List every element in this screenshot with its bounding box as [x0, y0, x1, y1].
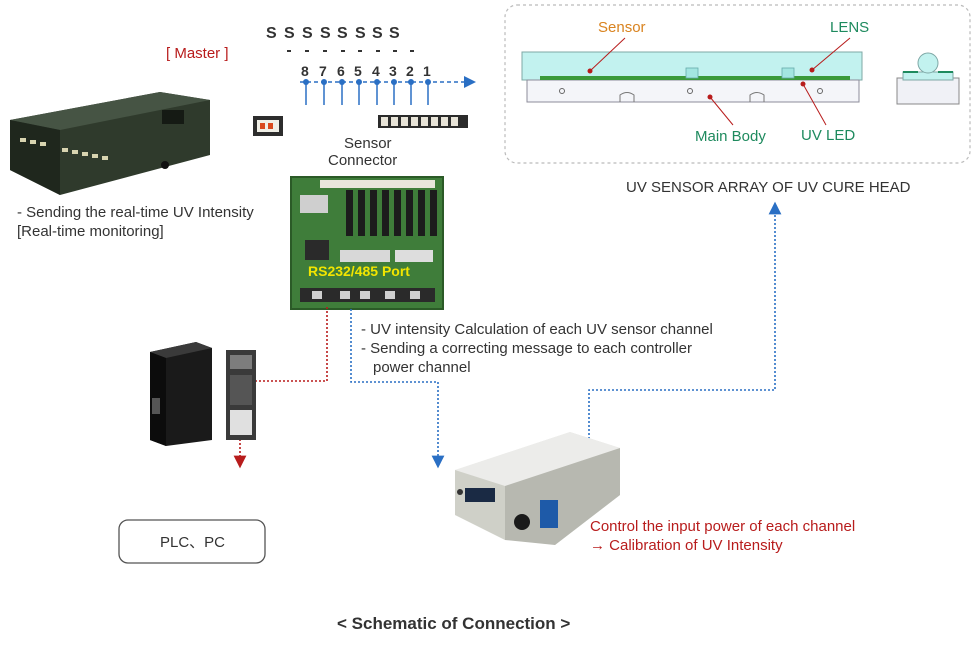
board-port-label: RS232/485 Port: [308, 263, 410, 279]
channel-mark-8: S: [389, 25, 400, 42]
uv-led-label: UV LED: [801, 127, 856, 144]
channel-mark-2: S: [284, 25, 295, 42]
uv-controller-image: [455, 432, 620, 545]
sensor-label: Sensor: [598, 19, 646, 36]
master-desc-line1: - Sending the real-time UV Intensity: [17, 204, 254, 221]
channel-number-4: 4: [372, 63, 380, 79]
master-unit-image: [10, 92, 210, 195]
master-label: [ Master ]: [166, 45, 229, 62]
board-desc-line1: - UV intensity Calculation of each UV se…: [361, 321, 713, 338]
rs232-line: [253, 307, 328, 382]
label-leader-dots: [587, 67, 815, 100]
controller-desc-line1: Control the input power of each channel: [590, 518, 856, 535]
channel-mark-1: S: [266, 25, 277, 42]
channel-number-1: 1: [423, 63, 431, 79]
channel-mark-3: S: [302, 25, 313, 42]
cure-head-section: [521, 51, 863, 103]
board-to-controller-line: [350, 309, 445, 469]
board-desc-line3: power channel: [373, 359, 471, 376]
label-leaders: [589, 37, 851, 126]
connector-icon: [253, 116, 283, 136]
channel-mark-5: S: [337, 25, 348, 42]
channel-number-6: 6: [337, 63, 345, 79]
plc-pc-box: [118, 519, 266, 564]
controller-board-image: [290, 176, 444, 310]
channel-mark-7: S: [372, 25, 383, 42]
master-desc-line2: [Real-time monitoring]: [17, 223, 164, 240]
channel-ticks: [287, 50, 414, 52]
plc-pc-label: PLC、PC: [160, 534, 226, 551]
sensor-connector-line2: Connector: [328, 152, 398, 169]
channel-mark-4: S: [320, 25, 331, 42]
board-desc-line2: - Sending a correcting message to each c…: [361, 340, 693, 357]
controller-desc-line2: → Calibration of UV Intensity: [590, 537, 783, 554]
footer-title: < Schematic of Connection >: [337, 614, 571, 633]
channel-dots: [303, 79, 431, 85]
main-body-label: Main Body: [695, 128, 766, 145]
channel-number-7: 7: [319, 63, 327, 79]
cure-head-caption: UV SENSOR ARRAY OF UV CURE HEAD: [626, 179, 911, 196]
sensor-connector-line1: Sensor: [344, 135, 392, 152]
channel-mark-6: S: [355, 25, 366, 42]
channel-number-3: 3: [389, 63, 397, 79]
channel-number-5: 5: [354, 63, 362, 79]
channel-number-2: 2: [406, 63, 414, 79]
cure-head-side-view: [896, 52, 960, 105]
plc-module-image: [226, 350, 256, 440]
controller-to-head-line: [588, 201, 782, 463]
sensor-connector-strip: [378, 115, 468, 128]
channel-number-8: 8: [301, 63, 309, 79]
lens-label: LENS: [830, 19, 870, 36]
pc-tower-image: [150, 342, 212, 446]
